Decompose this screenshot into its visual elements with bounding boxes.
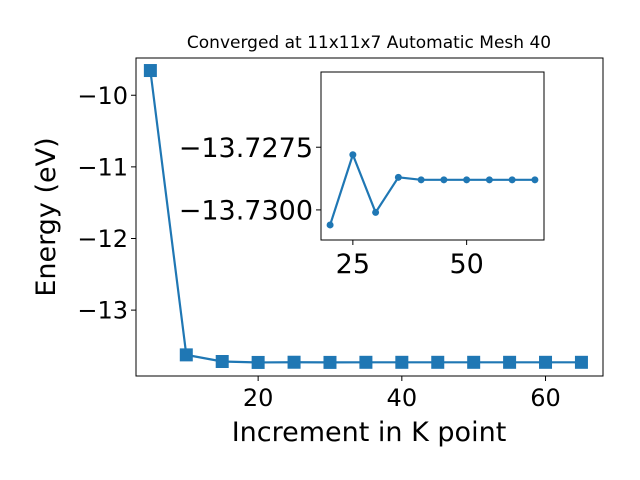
- y-axis-label: Energy (eV): [31, 137, 62, 296]
- main-axis-ticks: 20 40 60 −10 −11 −12 −13: [77, 82, 560, 412]
- inset-series-line: [329, 153, 535, 226]
- inset-data-point: [417, 176, 425, 184]
- inset-data-point: [463, 176, 471, 184]
- inset-data-point: [440, 176, 448, 184]
- main-data-point: [287, 355, 301, 369]
- inset-data-point: [531, 176, 539, 184]
- main-y-tick-label: −12: [77, 225, 128, 253]
- main-y-tick-label: −13: [77, 297, 128, 325]
- inset-background: [321, 72, 544, 240]
- inset-data-point: [326, 221, 334, 229]
- inset-y-tick-label: −13.7300: [179, 196, 313, 227]
- inset-plot: 25 50 −13.7300 −13.7275: [179, 71, 545, 280]
- main-data-point: [323, 355, 337, 369]
- inset-plot-frame: [320, 71, 545, 241]
- inset-y-tick-label: −13.7275: [179, 133, 313, 164]
- chart-title: Converged at 11x11x7 Automatic Mesh 40: [187, 33, 551, 53]
- main-data-point: [467, 355, 481, 369]
- main-series-energy: [143, 64, 588, 369]
- inset-data-point: [394, 173, 402, 181]
- main-data-point: [179, 348, 193, 362]
- inset-series-energy: [326, 151, 539, 229]
- main-x-tick-label: 60: [530, 384, 561, 412]
- inset-data-point: [372, 208, 380, 216]
- main-data-point: [359, 355, 373, 369]
- inset-data-point: [508, 176, 516, 184]
- main-data-point: [503, 355, 517, 369]
- inset-x-tick-label: 25: [336, 249, 370, 280]
- main-y-tick-label: −11: [77, 154, 128, 182]
- main-data-point: [539, 355, 553, 369]
- main-y-tick-label: −10: [77, 82, 128, 110]
- main-data-point: [143, 64, 157, 78]
- main-data-point: [395, 355, 409, 369]
- inset-data-point: [349, 151, 357, 159]
- inset-x-tick-label: 50: [449, 249, 483, 280]
- inset-axis-ticks: 25 50 −13.7300 −13.7275: [179, 133, 484, 280]
- x-axis-label: Increment in K point: [232, 417, 507, 448]
- main-data-point: [574, 355, 588, 369]
- main-data-point: [251, 355, 265, 369]
- main-plot-frame: [135, 57, 604, 377]
- main-data-point: [431, 355, 445, 369]
- main-x-tick-label: 20: [243, 384, 274, 412]
- main-x-tick-label: 40: [387, 384, 418, 412]
- inset-data-point: [485, 176, 493, 184]
- main-data-point: [215, 355, 229, 369]
